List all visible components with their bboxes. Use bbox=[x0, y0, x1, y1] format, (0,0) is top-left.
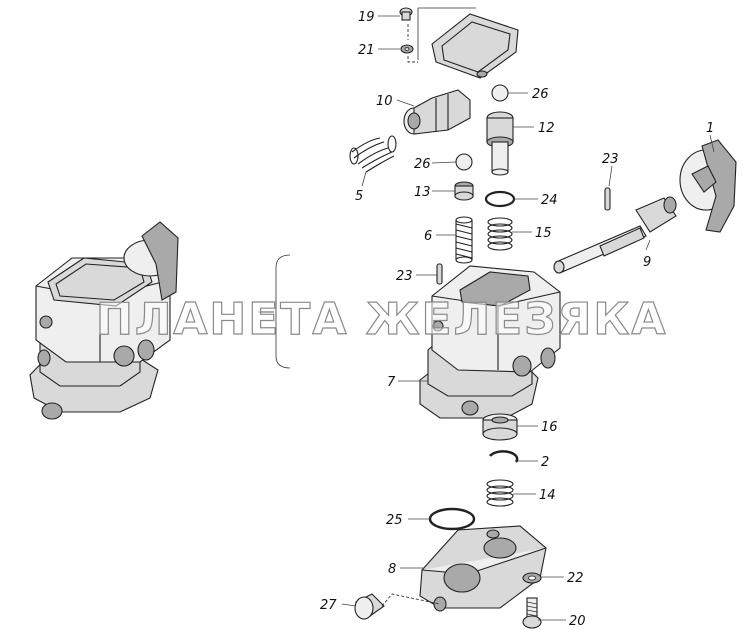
callout-23-lower: 23 bbox=[396, 269, 413, 284]
callout-12: 12 bbox=[538, 121, 555, 136]
callout-22: 22 bbox=[567, 571, 584, 586]
part-22-washer bbox=[522, 572, 542, 584]
callout-2: 2 bbox=[541, 455, 549, 470]
part-2-circlip bbox=[489, 450, 519, 463]
callout-5: 5 bbox=[355, 189, 363, 204]
callout-6: 6 bbox=[424, 229, 432, 244]
part-10-fitting bbox=[403, 89, 471, 135]
callout-19: 19 bbox=[358, 10, 375, 25]
group-bracket bbox=[258, 254, 291, 369]
part-13-cap bbox=[454, 181, 474, 201]
callout-10: 10 bbox=[376, 94, 393, 109]
part-26-ball-upper bbox=[491, 84, 509, 102]
part-15-spring bbox=[487, 217, 513, 251]
part-6-spring bbox=[455, 216, 473, 264]
part-24-o-ring bbox=[484, 190, 516, 208]
part-1-lever bbox=[679, 139, 737, 233]
part-23-pin-upper bbox=[604, 187, 611, 211]
part-16-bushing bbox=[482, 413, 518, 441]
callout-21: 21 bbox=[358, 43, 375, 58]
part-20-screw bbox=[522, 597, 542, 629]
callout-26-lower: 26 bbox=[414, 157, 431, 172]
part-14-spring bbox=[486, 479, 514, 507]
part-cover-plate bbox=[431, 13, 519, 79]
part-12-plunger bbox=[486, 111, 514, 176]
callout-26-upper: 26 bbox=[532, 87, 549, 102]
part-21-washer bbox=[400, 44, 414, 54]
callout-27: 27 bbox=[320, 598, 337, 613]
callout-14: 14 bbox=[539, 488, 556, 503]
part-26-ball-lower bbox=[455, 153, 473, 171]
part-8-lower-body bbox=[419, 525, 547, 612]
callout-15: 15 bbox=[535, 226, 552, 241]
part-25-o-ring bbox=[428, 507, 476, 531]
callout-9: 9 bbox=[643, 255, 651, 270]
part-23-pin-lower bbox=[436, 263, 443, 285]
callout-24: 24 bbox=[541, 193, 558, 208]
part-9-shaft bbox=[553, 196, 677, 274]
assembled-valve-illustration bbox=[29, 221, 179, 420]
callout-labels: 19 21 10 26 12 1 5 26 23 13 24 6 15 9 23… bbox=[320, 10, 714, 629]
callout-23-upper: 23 bbox=[602, 152, 619, 167]
part-7-valve-body bbox=[419, 265, 561, 419]
callout-20: 20 bbox=[569, 614, 586, 629]
callout-16: 16 bbox=[541, 420, 558, 435]
callout-8: 8 bbox=[388, 562, 396, 577]
leader-lines bbox=[341, 15, 715, 621]
part-5-spring bbox=[349, 135, 397, 173]
callout-25: 25 bbox=[386, 513, 403, 528]
part-27-plug bbox=[354, 593, 385, 620]
part-19-screw bbox=[399, 7, 413, 21]
callout-7: 7 bbox=[387, 375, 396, 390]
callout-1: 1 bbox=[706, 121, 714, 136]
callout-13: 13 bbox=[414, 185, 431, 200]
watermark-text: ПЛАНЕТА ЖЕЛЕЗЯКА bbox=[96, 294, 667, 345]
